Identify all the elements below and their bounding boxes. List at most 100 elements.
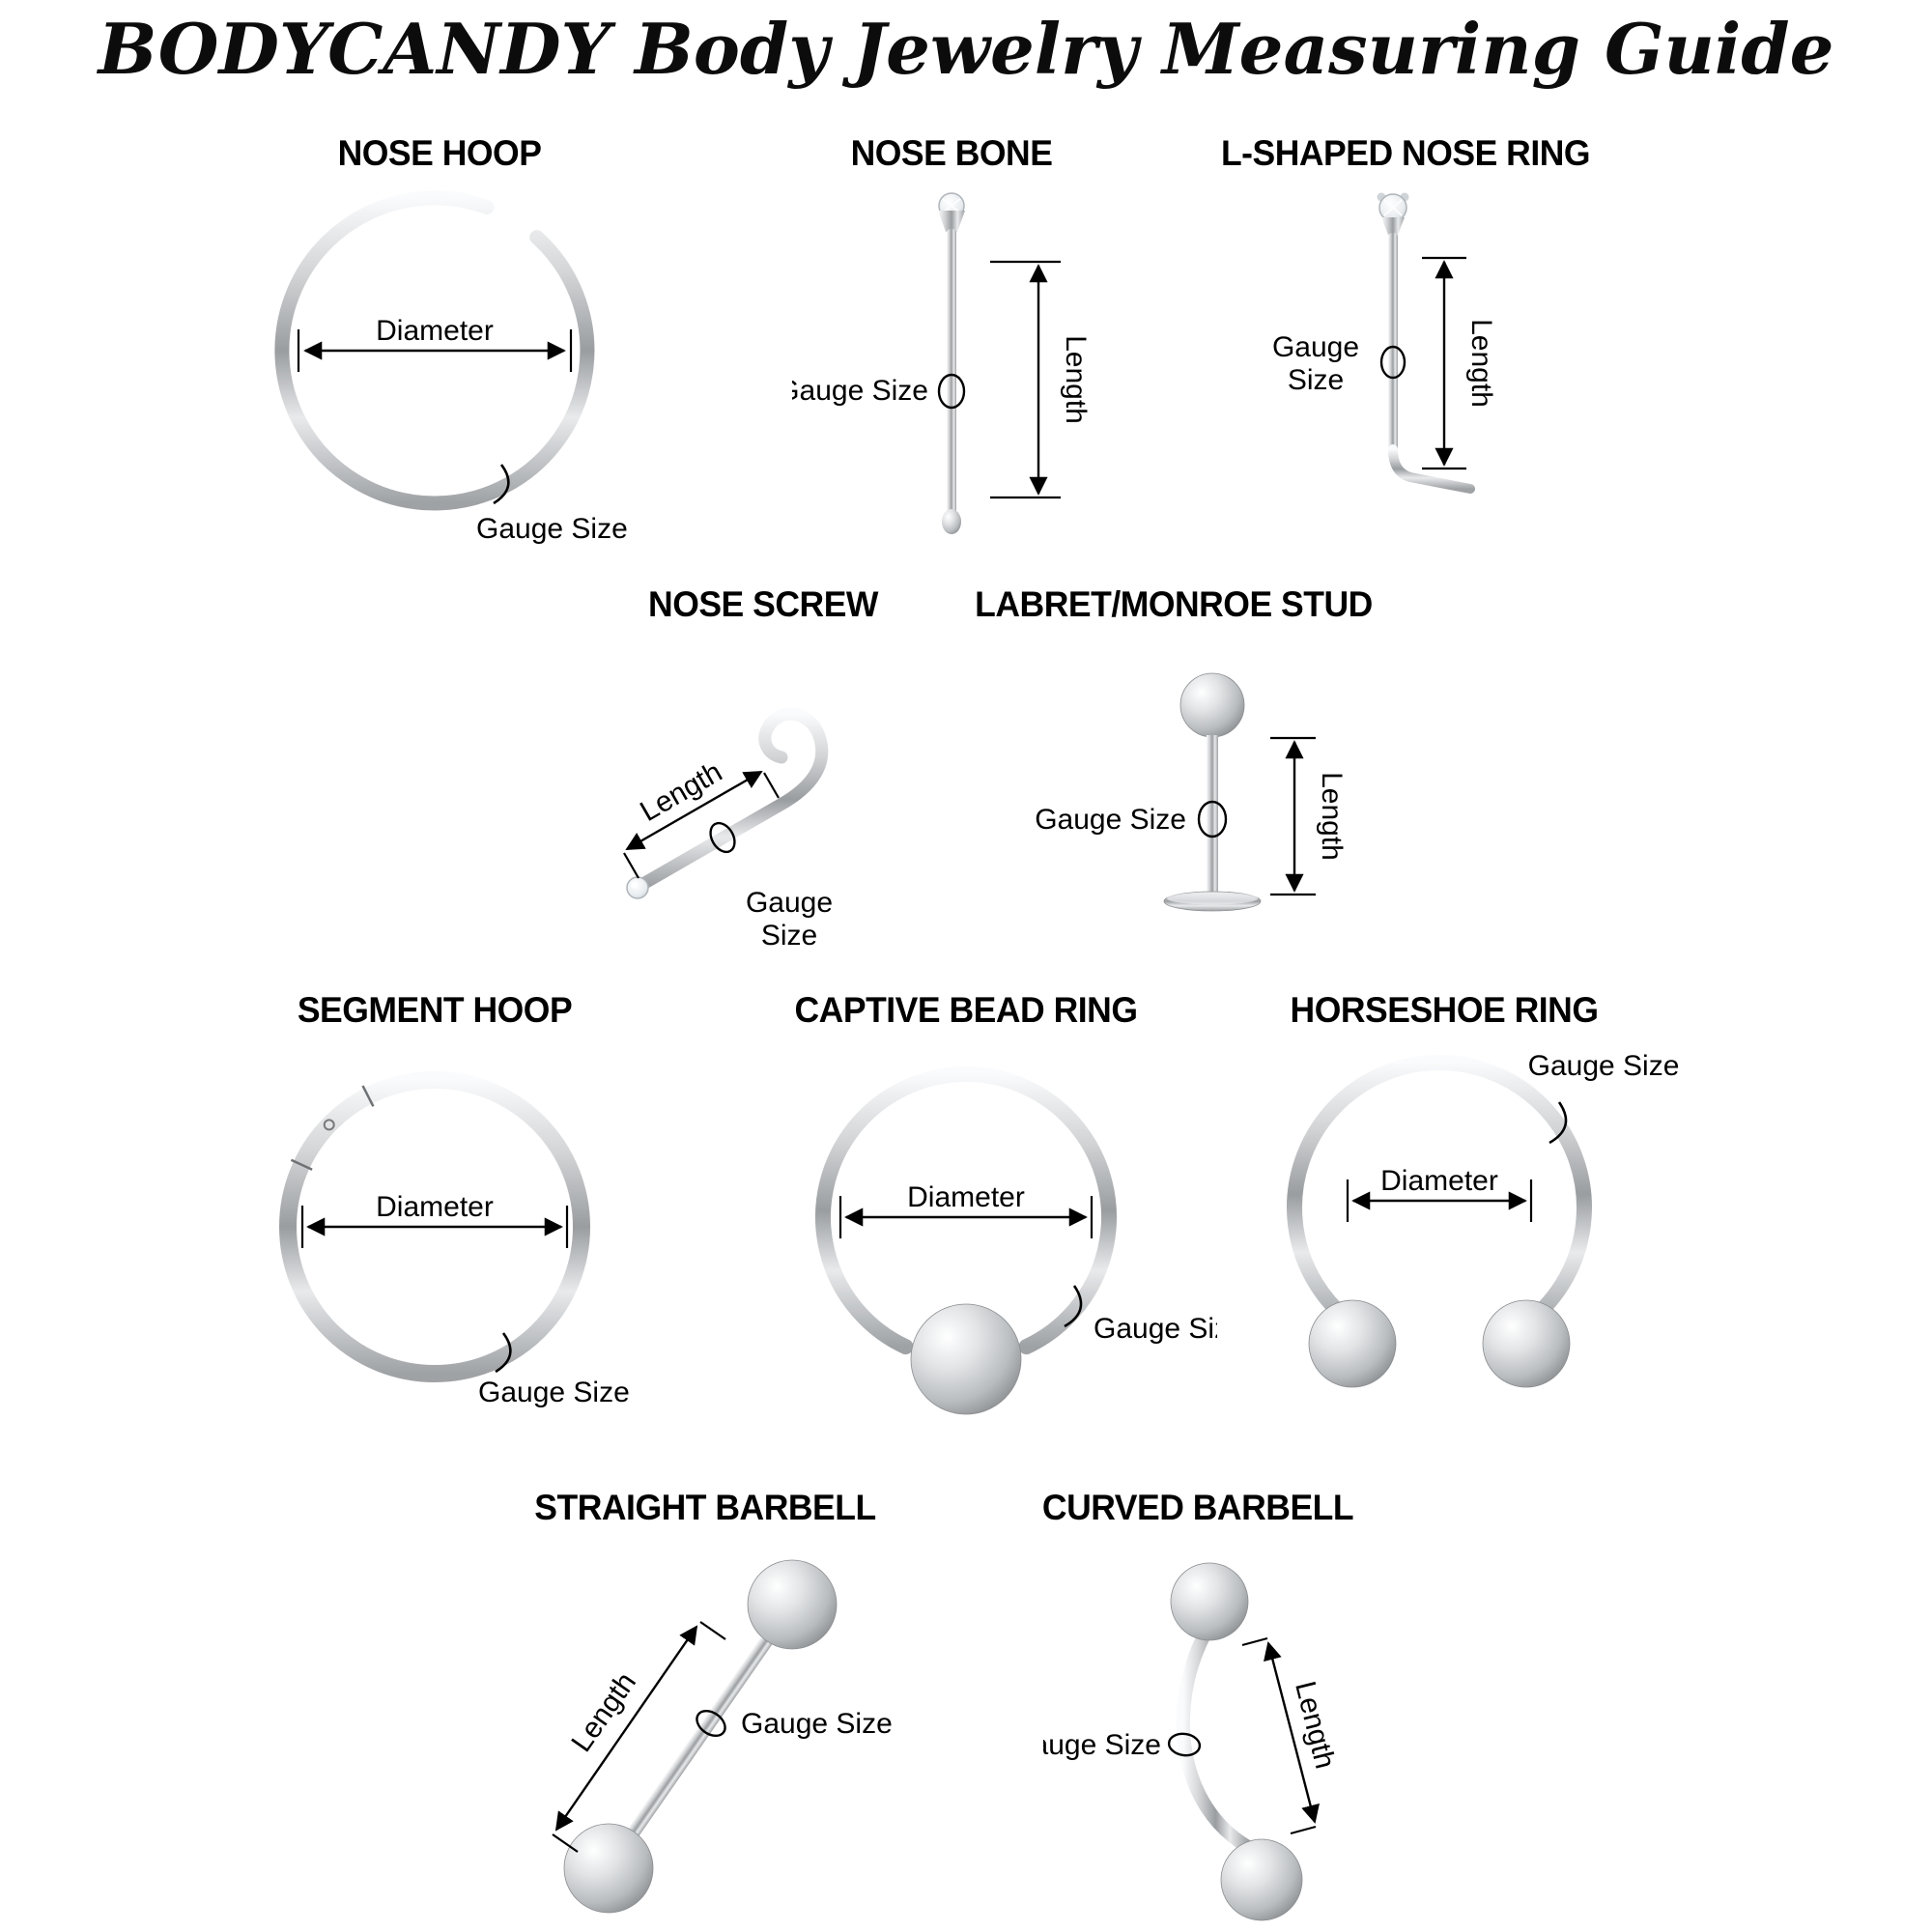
nose-hoop-diagram: Diameter Gauge Size [274, 190, 628, 545]
dimension-tick [699, 1621, 726, 1640]
gauge-mark [1064, 1285, 1083, 1328]
length-label: Length [1465, 319, 1497, 408]
labret-diagram: Gauge Size Length [1035, 672, 1348, 912]
nose-screw-figure: Length Gauge Size [560, 626, 966, 961]
diameter-dimension: Diameter [1346, 1165, 1533, 1222]
gauge-size-label: Gauge Size [1528, 1050, 1680, 1082]
gauge-size-label: Gauge Size [1043, 1729, 1161, 1761]
segment-joint-line [290, 1158, 313, 1171]
nose-screw-diagram: Length Gauge Size [623, 707, 833, 952]
length-arrow [625, 770, 763, 851]
gauge-label: Gauge [746, 887, 833, 919]
heading-nose-screw: NOSE SCREW [648, 584, 878, 624]
gem-setting [938, 211, 965, 232]
curved-barbell-diagram: Gauge Size Length [1009, 1562, 1341, 1921]
horseshoe-ball-right [1482, 1299, 1571, 1388]
segment-hoop-ring [279, 1071, 590, 1382]
l-shaped-figure: Gauge Size Length [1236, 177, 1584, 573]
horseshoe-ball-left [1308, 1299, 1397, 1388]
gauge-size-label: Gauge Size [792, 375, 928, 407]
gauge-mark [1548, 1101, 1568, 1145]
size-label: Size [1288, 364, 1344, 396]
curved-barbell-shaft [1176, 1630, 1255, 1854]
gauge-loop [696, 1709, 726, 1738]
diameter-label: Diameter [907, 1181, 1025, 1213]
gauge-mark [493, 464, 510, 505]
gauge-loop [937, 373, 966, 410]
nose-screw-shaft [635, 707, 829, 892]
gauge-size-label: Gauge Size [476, 513, 628, 545]
gem-sparkle [631, 881, 639, 889]
straight-barbell-diagram: Length Gauge Size [552, 1559, 893, 1914]
length-dimension: Length [990, 260, 1092, 499]
horseshoe-figure: Diameter Gauge Size [1236, 1037, 1700, 1457]
horseshoe-diagram: Diameter Gauge Size [1287, 1050, 1680, 1388]
size-label: Size [761, 920, 817, 952]
length-arrow [554, 1625, 698, 1832]
gauge-size-label: Gauge Size [1094, 1313, 1217, 1345]
gauge-size-label: Gauge Size [478, 1377, 630, 1408]
heading-l-shaped: L-SHAPED NOSE RING [1220, 133, 1591, 173]
captive-bead-figure: Diameter Gauge Size [753, 1037, 1245, 1457]
diameter-label: Diameter [376, 315, 494, 347]
barbell-ball-bottom [563, 1823, 654, 1914]
nose-hoop-figure: Diameter Gauge Size [169, 177, 710, 573]
gem-stone [626, 876, 649, 899]
length-label: Length [1060, 335, 1092, 424]
labret-top-ball [1179, 672, 1245, 738]
diameter-label: Diameter [1380, 1165, 1498, 1197]
length-label: Length [1316, 772, 1348, 861]
barbell-ball-top [1170, 1562, 1249, 1641]
captive-bead-ball [910, 1303, 1022, 1415]
gauge-loop [1379, 345, 1406, 380]
heading-labret: LABRET/MONROE STUD [975, 584, 1373, 624]
labret-disc-top [1167, 892, 1258, 905]
gem-setting [1381, 217, 1405, 235]
dimension-tick [763, 772, 780, 799]
dimension-tick [1241, 1636, 1268, 1647]
heading-horseshoe: HORSESHOE RING [1290, 990, 1599, 1030]
gauge-size-label: Gauge Size [741, 1708, 893, 1740]
labret-shaft [1207, 735, 1218, 895]
gauge-label: Gauge [1272, 331, 1359, 363]
horseshoe-ring [1287, 1055, 1592, 1334]
gem-sparkle [1383, 199, 1403, 216]
diameter-dimension: Diameter [300, 1191, 569, 1248]
nose-hoop-ring [274, 190, 595, 511]
l-shaped-diagram: Gauge Size Length [1272, 192, 1497, 494]
heading-straight-barbell: STRAIGHT BARBELL [534, 1488, 876, 1527]
labret-figure: Gauge Size Length [1024, 626, 1372, 961]
length-label: Length [565, 1667, 642, 1758]
captive-bead-diagram: Diameter Gauge Size [815, 1066, 1245, 1415]
heading-nose-bone: NOSE BONE [850, 133, 1053, 173]
page-title: BODYCANDY Body Jewelry Measuring Guide [98, 8, 1834, 90]
gem-sparkle [942, 198, 961, 213]
dimension-tick [552, 1833, 579, 1853]
segment-hoop-diagram: Diameter Gauge Size [279, 1071, 630, 1408]
heading-nose-hoop: NOSE HOOP [337, 133, 542, 173]
length-dimension: Length [1270, 736, 1348, 896]
captive-bead-ring [815, 1066, 1117, 1355]
dimension-tick [1290, 1825, 1317, 1835]
straight-barbell-figure: Length Gauge Size [502, 1534, 947, 1932]
heading-curved-barbell: CURVED BARBELL [1041, 1488, 1354, 1527]
l-shaped-shaft [1388, 233, 1398, 457]
gauge-mark [495, 1332, 512, 1374]
gauge-loop [1167, 1732, 1202, 1757]
heading-captive-bead: CAPTIVE BEAD RING [794, 990, 1138, 1030]
diameter-dimension: Diameter [838, 1181, 1094, 1238]
gauge-size-label: Gauge Size [1035, 804, 1186, 836]
length-dimension: Length [1422, 256, 1497, 470]
diameter-label: Diameter [376, 1191, 494, 1223]
nose-bone-diagram: Gauge Size Length [777, 192, 1092, 534]
length-label: Length [1289, 1678, 1341, 1772]
gauge-loop [709, 821, 736, 854]
length-dimension: Length [1241, 1636, 1341, 1835]
curved-barbell-figure: Gauge Size Length [1009, 1534, 1430, 1932]
nose-bone-tip-ball [942, 509, 961, 534]
nose-bone-shaft [947, 229, 956, 515]
length-arrow [1264, 1641, 1320, 1824]
dimension-tick [623, 852, 639, 879]
l-shaped-bend [1388, 444, 1475, 494]
